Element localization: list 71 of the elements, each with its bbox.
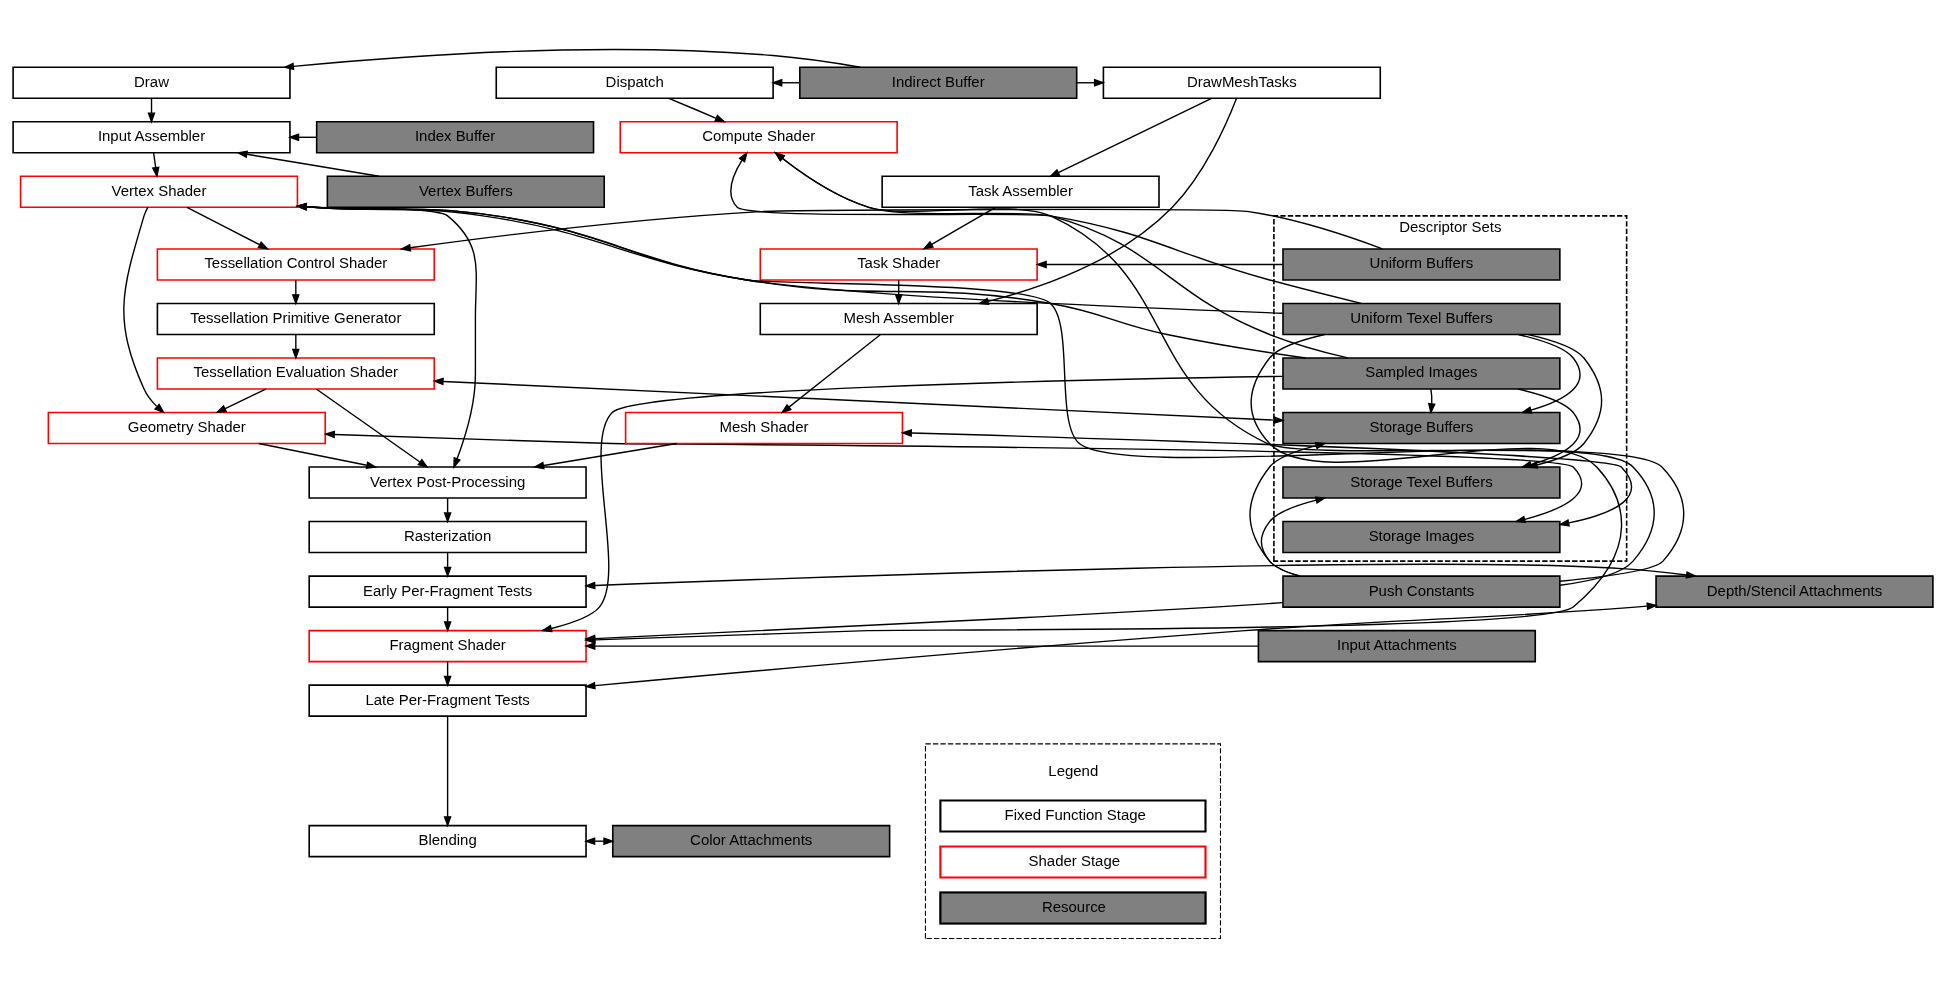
arrow bbox=[780, 334, 881, 414]
node-box: Vertex Buffers bbox=[326, 175, 605, 209]
node-box: Blending bbox=[308, 824, 587, 858]
arrow bbox=[236, 150, 380, 177]
arrow bbox=[900, 429, 1633, 527]
arrow bbox=[258, 442, 378, 470]
node-box: Geometry Shader bbox=[47, 411, 327, 445]
node-box: Uniform Buffers bbox=[1282, 248, 1561, 281]
arrow bbox=[1249, 441, 1327, 577]
arrow bbox=[151, 152, 160, 179]
legend-label: Fixed Function Stage bbox=[1004, 806, 1146, 824]
node-box: Storage Texel Buffers bbox=[1282, 466, 1561, 499]
arrow bbox=[295, 202, 1655, 586]
arrow bbox=[540, 375, 1284, 633]
arrow bbox=[291, 279, 300, 306]
node-box: Input Attachments bbox=[1257, 629, 1537, 663]
node-box: Index Buffer bbox=[315, 121, 595, 154]
arrow bbox=[922, 206, 997, 250]
arrow bbox=[443, 715, 452, 828]
node-box: Rasterization bbox=[308, 520, 587, 554]
arrow bbox=[1517, 333, 1581, 414]
node-box: Input Assembler bbox=[12, 121, 291, 154]
node-box: Color Attachments bbox=[611, 824, 891, 858]
node-box: Tessellation Control Shader bbox=[156, 248, 436, 281]
node-box: Depth/Stencil Attachments bbox=[1655, 575, 1934, 608]
node-box: Fragment Shader bbox=[308, 629, 587, 663]
arrow bbox=[295, 202, 1284, 314]
arrow bbox=[584, 642, 1259, 651]
node-box: Sampled Images bbox=[1282, 357, 1561, 390]
node-box: Storage Buffers bbox=[1282, 411, 1561, 445]
node-box: Early Per-Fragment Tests bbox=[308, 575, 587, 608]
node-box: Tessellation Primitive Generator bbox=[156, 302, 436, 336]
node-box: Mesh Shader bbox=[624, 411, 904, 445]
node-box: Push Constants bbox=[1282, 575, 1561, 608]
arrow bbox=[291, 333, 300, 361]
arrow bbox=[399, 208, 1384, 252]
node-box: Mesh Assembler bbox=[759, 302, 1038, 336]
node-box: Vertex Shader bbox=[19, 175, 299, 209]
arrow bbox=[295, 202, 1307, 359]
arrow bbox=[215, 388, 267, 414]
node-box: Uniform Texel Buffers bbox=[1282, 302, 1561, 336]
arrow bbox=[323, 430, 1583, 524]
legend-label: Shader Stage bbox=[1028, 851, 1121, 869]
arrow bbox=[668, 97, 727, 123]
node-box: Compute Shader bbox=[619, 121, 898, 154]
arrow bbox=[730, 151, 1349, 359]
arrow bbox=[1048, 97, 1213, 178]
node-box: Late Per-Fragment Tests bbox=[308, 684, 587, 717]
arrow bbox=[532, 442, 678, 470]
node-box: Indirect Buffer bbox=[799, 66, 1078, 100]
node-box: Storage Images bbox=[1282, 520, 1561, 554]
arrow bbox=[584, 563, 1698, 590]
arrow bbox=[432, 377, 1285, 425]
arrow bbox=[977, 97, 1238, 306]
arrow bbox=[123, 206, 166, 414]
arrow bbox=[583, 837, 615, 846]
arrow bbox=[186, 206, 270, 250]
arrow bbox=[773, 151, 1685, 582]
node-box: Dispatch bbox=[495, 66, 774, 100]
node-box: Tessellation Evaluation Shader bbox=[156, 357, 436, 390]
node-box: Task Assembler bbox=[881, 175, 1160, 209]
legend-label: Resource bbox=[1041, 897, 1106, 915]
arrow bbox=[282, 48, 862, 71]
node-box: Draw bbox=[12, 66, 291, 100]
arrow bbox=[1260, 496, 1327, 577]
arrow bbox=[296, 205, 477, 469]
arrow bbox=[1035, 260, 1284, 269]
node-box: Task Shader bbox=[759, 248, 1038, 281]
node-box: DrawMeshTasks bbox=[1102, 66, 1382, 100]
label: Legend bbox=[1048, 762, 1099, 780]
node-box: Vertex Post-Processing bbox=[308, 466, 587, 499]
